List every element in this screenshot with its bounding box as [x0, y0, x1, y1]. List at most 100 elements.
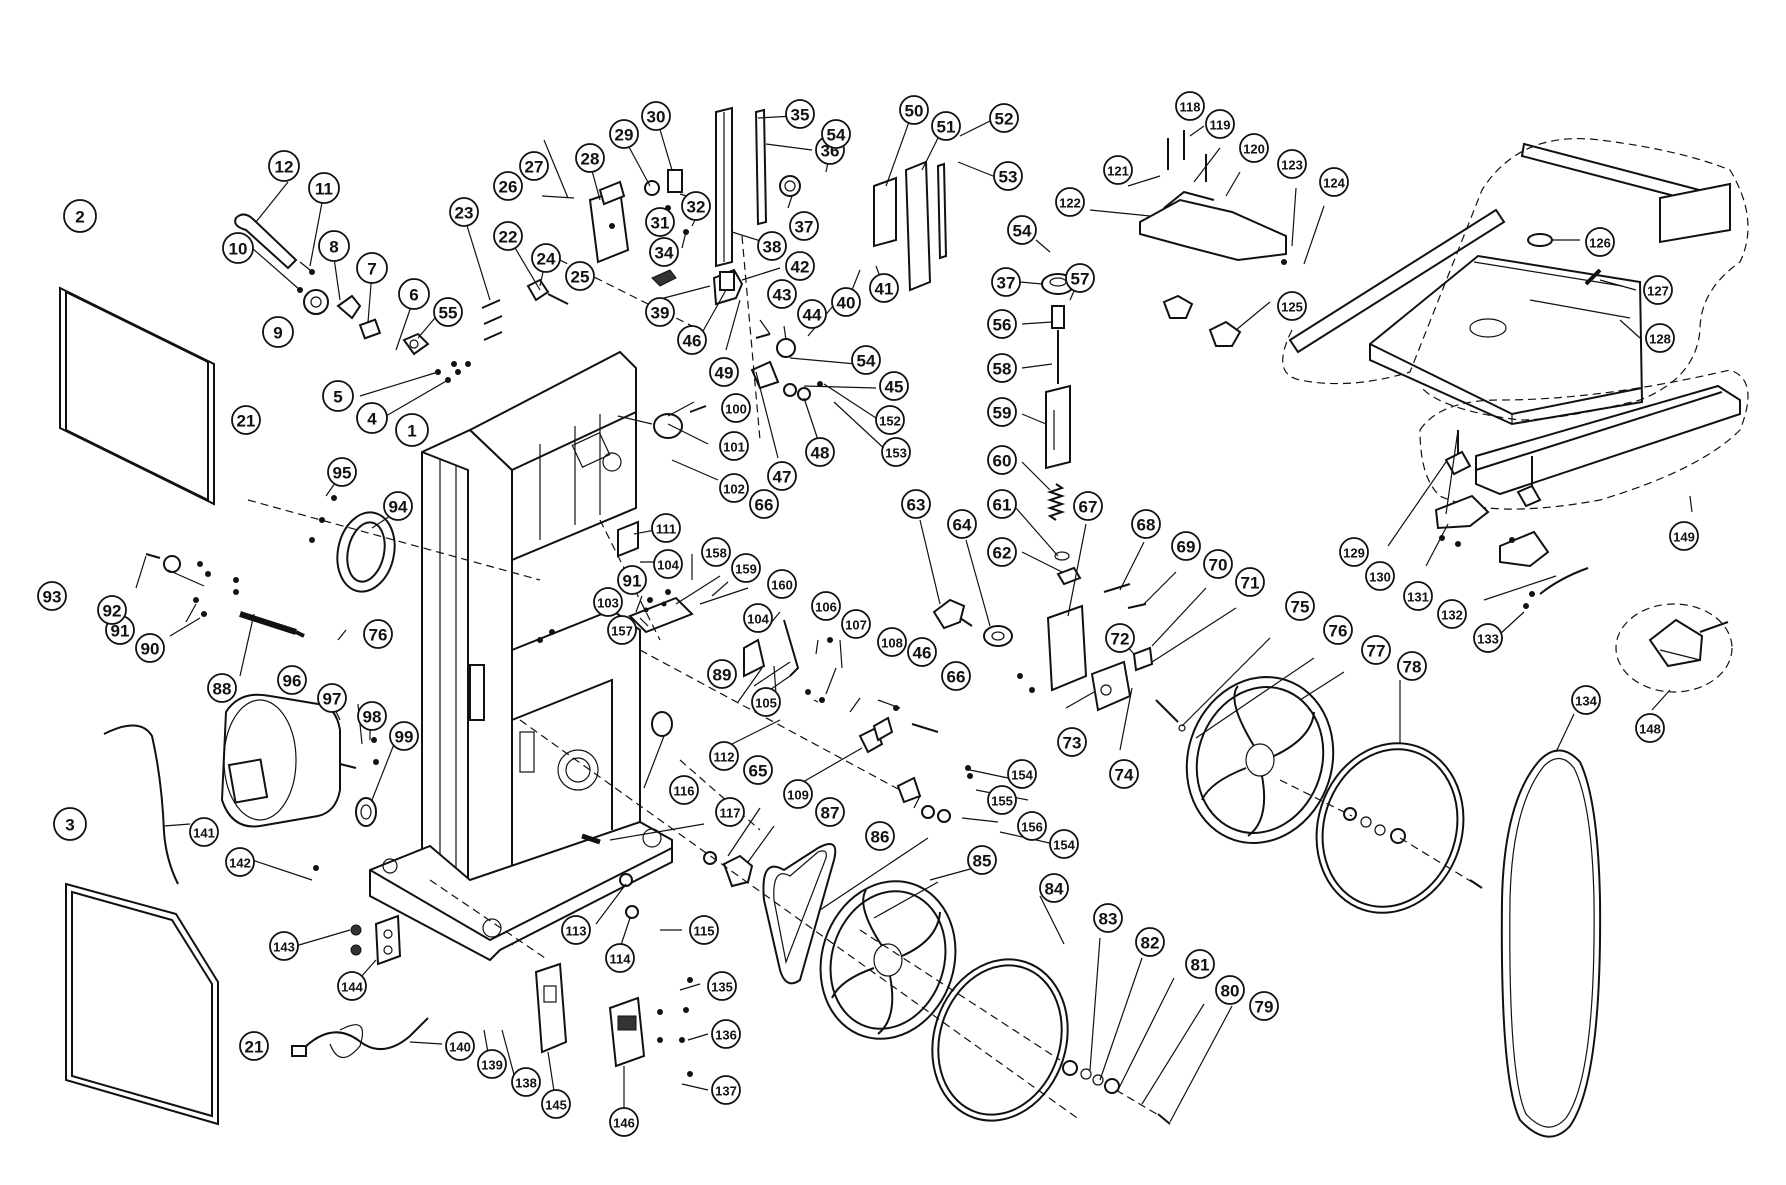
- callout-number: 66: [947, 668, 966, 687]
- callout-number: 68: [1137, 516, 1156, 535]
- callout-circle: [987, 445, 1017, 475]
- callout-circle: [318, 230, 350, 262]
- callout-circle: [1073, 491, 1103, 521]
- callout-number: 55: [439, 304, 458, 323]
- part-pulley-87: [703, 851, 754, 888]
- callout-circle: [356, 402, 388, 434]
- callout-69: 69: [1171, 531, 1201, 561]
- callout-number: 94: [389, 498, 408, 517]
- callout-number: 136: [715, 1028, 737, 1043]
- callout-number: 54: [827, 126, 846, 145]
- callout-number: 156: [1021, 820, 1043, 835]
- callout-40: 40: [831, 287, 861, 317]
- callout-number: 88: [213, 680, 232, 699]
- callout-132: 132: [1437, 599, 1467, 629]
- callout-8: 8: [318, 230, 350, 262]
- callout-circle: [337, 971, 367, 1001]
- callout-number: 28: [581, 150, 600, 169]
- part-pulley-101: [653, 405, 707, 439]
- callout-circle: [383, 491, 413, 521]
- callout-number: 134: [1575, 694, 1597, 709]
- callout-number: 41: [875, 280, 894, 299]
- callout-circle: [231, 405, 261, 435]
- callout-53: 53: [993, 161, 1023, 191]
- callout-circle: [433, 297, 463, 327]
- callout-number: 60: [993, 452, 1012, 471]
- callout-11: 11: [308, 172, 340, 204]
- part-motor-cord: [103, 724, 179, 885]
- callout-number: 122: [1059, 196, 1081, 211]
- callout-91: 91: [617, 565, 647, 595]
- callout-number: 105: [755, 696, 777, 711]
- callout-104: 104: [653, 549, 683, 579]
- callout-109: 109: [783, 779, 813, 809]
- callout-number: 154: [1053, 838, 1075, 853]
- callout-number: 64: [953, 516, 972, 535]
- part-main-frame: [369, 350, 673, 962]
- part-washer-113: [619, 873, 639, 919]
- callout-number: 139: [481, 1058, 503, 1073]
- callout-83: 83: [1093, 903, 1123, 933]
- callout-140: 140: [445, 1031, 475, 1061]
- callout-number: 92: [103, 602, 122, 621]
- part-power-cord: [291, 1017, 429, 1059]
- callout-59: 59: [987, 397, 1017, 427]
- callout-number: 126: [1589, 236, 1611, 251]
- callout-118: 118: [1175, 91, 1205, 121]
- callout-43: 43: [767, 279, 797, 309]
- callout-81: 81: [1185, 949, 1215, 979]
- callout-30: 30: [641, 101, 671, 131]
- callout-number: 125: [1281, 300, 1303, 315]
- callout-circle: [308, 172, 340, 204]
- callout-61: 61: [987, 489, 1017, 519]
- callout-158: 158: [701, 537, 731, 567]
- callout-number: 7: [367, 260, 376, 279]
- callout-circle: [721, 393, 751, 423]
- callout-circle: [398, 278, 430, 310]
- part-lever-handle: [234, 213, 315, 275]
- callout-number: 123: [1281, 158, 1303, 173]
- callout-circle: [689, 915, 719, 945]
- callout-number: 71: [1241, 574, 1260, 593]
- callout-circle: [993, 161, 1023, 191]
- callout-number: 48: [811, 444, 830, 463]
- callout-circle: [1643, 275, 1673, 305]
- callout-79: 79: [1249, 991, 1279, 1021]
- callout-circle: [565, 261, 595, 291]
- callout-number: 9: [273, 324, 282, 343]
- callout-circle: [709, 741, 739, 771]
- callout-number: 159: [735, 562, 757, 577]
- part-switch: [608, 996, 646, 1068]
- callout-circle: [805, 437, 835, 467]
- callout-2: 2: [63, 199, 97, 233]
- callout-circle: [991, 267, 1021, 297]
- callout-circle: [357, 701, 387, 731]
- part-motor-pulley: [355, 797, 377, 827]
- callout-131: 131: [1403, 581, 1433, 611]
- callout-number: 152: [879, 414, 901, 429]
- part-lower-tire: [931, 958, 1171, 1125]
- callout-66: 66: [749, 489, 779, 519]
- callout-89: 89: [707, 659, 737, 689]
- callout-number: 127: [1647, 284, 1669, 299]
- callout-number: 81: [1191, 956, 1210, 975]
- callout-number: 67: [1079, 498, 1098, 517]
- callout-number: 2: [75, 208, 84, 227]
- part-knob-63: [932, 598, 973, 630]
- callout-76: 76: [1323, 615, 1353, 645]
- callout-28: 28: [575, 143, 605, 173]
- callout-circle: [677, 325, 707, 355]
- callout-number: 26: [499, 178, 518, 197]
- callout-circle: [239, 1031, 269, 1061]
- callout-84: 84: [1039, 873, 1069, 903]
- callout-105: 105: [751, 687, 781, 717]
- callout-circle: [1571, 685, 1601, 715]
- callout-circle: [493, 221, 523, 251]
- callout-119: 119: [1205, 109, 1235, 139]
- callout-number: 45: [885, 378, 904, 397]
- callout-number: 52: [995, 110, 1014, 129]
- callout-circle: [641, 101, 671, 131]
- callout-circle: [363, 619, 393, 649]
- callout-number: 23: [455, 204, 474, 223]
